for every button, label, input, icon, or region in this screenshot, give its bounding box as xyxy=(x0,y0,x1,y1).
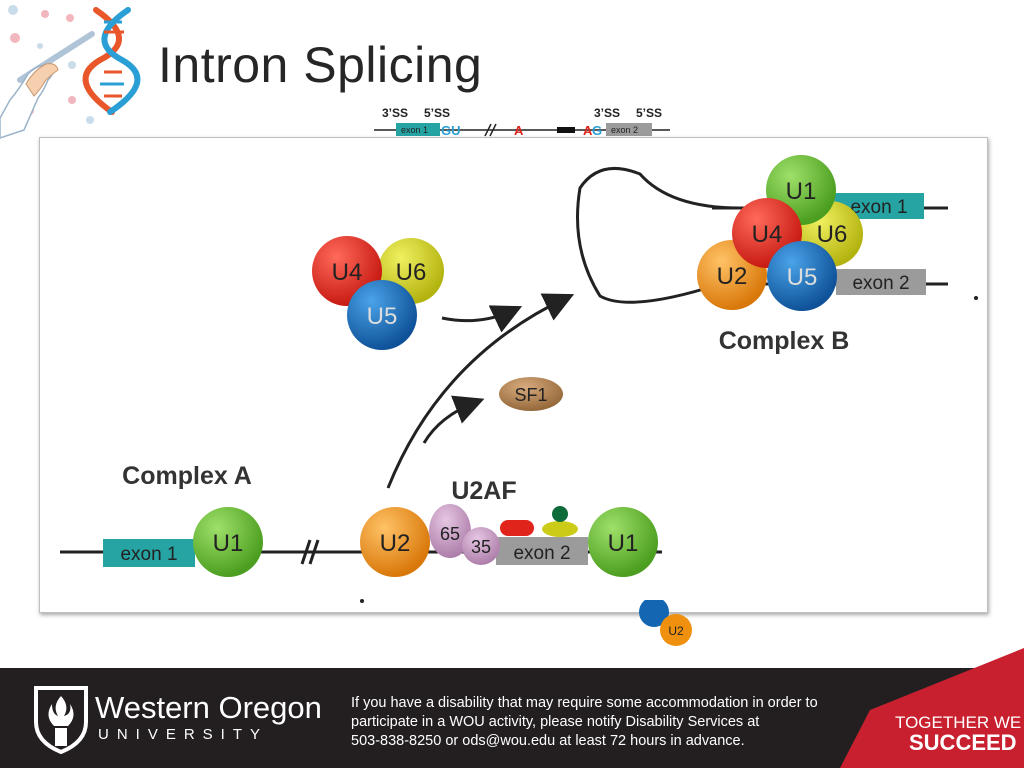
complex-a-exon1-label: exon 1 xyxy=(120,544,177,565)
complex-a-label: Complex A xyxy=(122,462,252,490)
below-figure-particles: U2 xyxy=(639,600,692,646)
strip-exon1 xyxy=(396,123,440,136)
arrow-sf1-release xyxy=(422,395,485,444)
tagline-line-1: TOGETHER WE xyxy=(895,713,1022,732)
strip-a: A xyxy=(514,123,524,138)
complex-a-u2-label: U2 xyxy=(380,530,411,557)
below-u2-particle xyxy=(660,614,692,646)
below-u2-label: U2 xyxy=(668,624,684,638)
below-u5-particle xyxy=(639,600,669,627)
label-5ss-left: 5’SS xyxy=(424,106,450,120)
strip-exon2 xyxy=(606,123,652,136)
complex-a-u1-left-label: U1 xyxy=(213,530,244,557)
u2af35-particle xyxy=(462,527,500,565)
spliceosome-figure: U6 U4 U5 SF1 exon 1 exon 2 U6 U1 U2 U4 U… xyxy=(39,137,988,613)
sf1-particle xyxy=(499,377,563,411)
org-name: Western Oregon xyxy=(95,690,322,725)
arrow-trisnrnp xyxy=(441,305,523,333)
arrow-to-complex-b xyxy=(386,293,575,489)
complex-b-exon2-label: exon 2 xyxy=(852,273,909,294)
notice-line-1: If you have a disability that may requir… xyxy=(351,695,818,711)
complex-b-u5-label: U5 xyxy=(787,264,818,291)
strip-exon2-label: exon 2 xyxy=(611,125,638,135)
tagline-line-2: SUCCEED xyxy=(909,730,1017,755)
complex-b-u1-label: U1 xyxy=(786,178,817,205)
u2af35-label: 35 xyxy=(471,537,491,557)
sf1-label: SF1 xyxy=(514,385,547,405)
yellow-factor xyxy=(542,521,578,537)
complex-a-exon2 xyxy=(496,537,588,565)
complex-a-u1-left-particle xyxy=(193,507,263,577)
complex-a-u2-particle xyxy=(360,507,430,577)
small-mark xyxy=(360,599,364,603)
dna-pipette-logo-icon xyxy=(0,5,141,139)
notice-line-2: participate in a WOU activity, please no… xyxy=(351,714,760,730)
strip-ag-left: A xyxy=(583,123,593,138)
strip-ag-right: G xyxy=(592,123,602,138)
u2af65-label: 65 xyxy=(440,524,460,544)
complex-a-u1-right-label: U1 xyxy=(608,530,639,557)
org-subtitle: UNIVERSITY xyxy=(98,726,269,743)
complex-a-exon1 xyxy=(103,539,195,567)
complex-b-exon2 xyxy=(836,269,926,295)
slide-title: Intron Splicing xyxy=(158,37,483,93)
label-3ss-right: 3’SS xyxy=(594,106,620,120)
complex-b-u2-label: U2 xyxy=(717,263,748,290)
complex-a-exon2-label: exon 2 xyxy=(513,543,570,564)
notice-line-3: 503-838-8250 or ods@wou.edu at least 72 … xyxy=(351,733,745,749)
u2af65-particle xyxy=(429,504,471,558)
label-3ss-left: 3’SS xyxy=(382,106,408,120)
tagline-accent xyxy=(840,648,1024,768)
complex-b-label: Complex B xyxy=(719,327,850,355)
splice-site-strip: 3’SS 5’SS 3’SS 5’SS exon 1 GU A A G exon… xyxy=(374,106,670,138)
u2af-label: U2AF xyxy=(451,477,516,505)
strip-exon1-label: exon 1 xyxy=(401,125,428,135)
free-u4-label: U4 xyxy=(332,259,363,286)
stray-dot xyxy=(974,296,978,300)
wou-torch-logo-icon xyxy=(34,686,88,754)
intron-loop xyxy=(576,166,741,304)
complex-b-u5-particle xyxy=(767,241,837,311)
green-factor xyxy=(552,506,568,522)
red-factor xyxy=(500,520,534,536)
disability-notice: If you have a disability that may requir… xyxy=(351,694,831,751)
complex-a-u1-right-particle xyxy=(588,507,658,577)
complex-b-exon1-label: exon 1 xyxy=(850,197,907,218)
label-5ss-right: 5’SS xyxy=(636,106,662,120)
complex-b-u4-label: U4 xyxy=(752,221,783,248)
free-u5-label: U5 xyxy=(367,303,398,330)
free-u5-particle xyxy=(347,280,417,350)
complex-b-u6-label: U6 xyxy=(817,221,848,248)
strip-gu: GU xyxy=(441,123,461,138)
free-u6-label: U6 xyxy=(396,259,427,286)
strip-ppt xyxy=(557,127,575,133)
